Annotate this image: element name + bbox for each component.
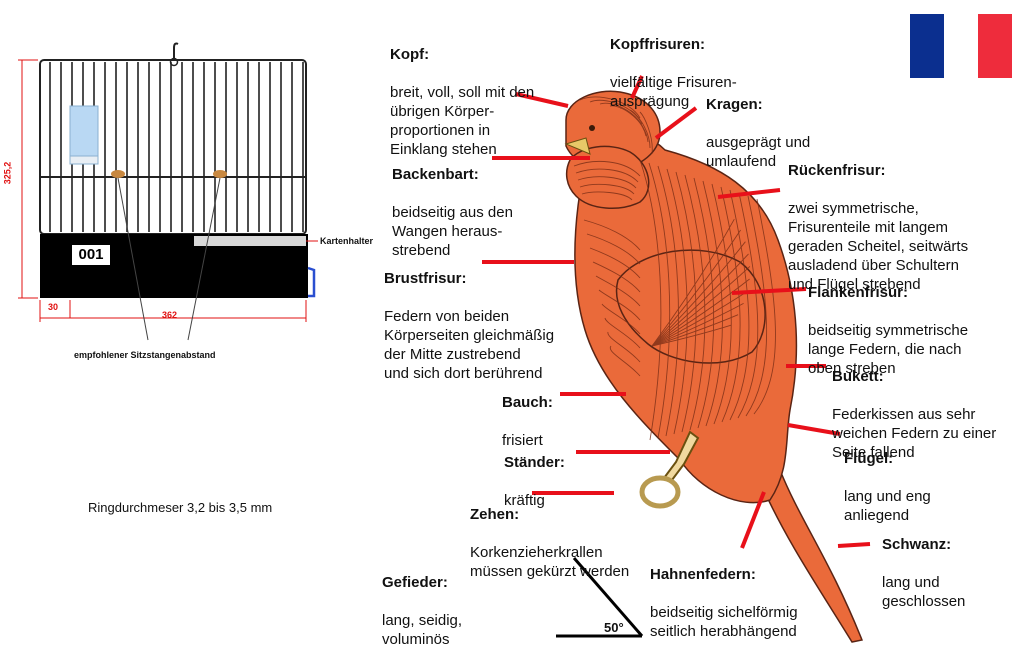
bird-eye xyxy=(589,125,595,131)
label-schwanz-desc: lang und geschlossen xyxy=(882,573,965,611)
perch-distance-note: empfohlener Sitzstangenabstand xyxy=(74,350,216,360)
label-brustfrisur-title: Brustfrisur: xyxy=(384,269,554,288)
label-gefieder-title: Gefieder: xyxy=(382,573,462,592)
label-hahnenfedern-title: Hahnenfedern: xyxy=(650,565,798,584)
label-kopf-title: Kopf: xyxy=(390,45,534,64)
label-schwanz: Schwanz: lang und geschlossen xyxy=(882,516,965,630)
cage-door-latch xyxy=(308,268,314,296)
offset-dimension: 30 xyxy=(48,302,58,312)
cage-hook xyxy=(174,44,178,61)
label-hahnenfedern-desc: beidseitig sichelförmig seitlich herabhä… xyxy=(650,603,798,641)
width-dimension: 362 xyxy=(162,310,177,320)
label-bukett-title: Bukett: xyxy=(832,367,996,386)
angle-label: 50° xyxy=(604,620,624,635)
label-schwanz-title: Schwanz: xyxy=(882,535,965,554)
french-flag xyxy=(910,14,1012,78)
card-holder-label: Kartenhalter xyxy=(320,236,373,246)
label-gefieder: Gefieder: lang, seidig, voluminös xyxy=(382,554,462,668)
label-rueckenfrisur-title: Rückenfrisur: xyxy=(788,161,968,180)
label-brustfrisur-desc: Federn von beiden Körperseiten gleichmäß… xyxy=(384,307,554,383)
label-kragen-title: Kragen: xyxy=(706,95,810,114)
perch-left xyxy=(111,170,125,178)
label-flankenfrisur-title: Flankenfrisur: xyxy=(808,283,968,302)
water-dispenser-base xyxy=(70,156,98,164)
label-zehen-desc: Korkenzieherkrallen müssen gekürzt werde… xyxy=(470,543,629,581)
cage-number: 001 xyxy=(72,245,110,265)
height-dimension: 325,2 xyxy=(2,162,12,185)
label-bauch-title: Bauch: xyxy=(502,393,553,412)
label-zehen: Zehen: Korkenzieherkrallen müssen gekürz… xyxy=(470,486,629,600)
label-fluegel-title: Flügel: xyxy=(844,449,931,468)
label-gefieder-desc: lang, seidig, voluminös xyxy=(382,611,462,649)
ring-diameter-note: Ringdurchmeser 3,2 bis 3,5 mm xyxy=(88,500,272,515)
cage-illustration xyxy=(18,44,318,341)
perch-right xyxy=(213,170,227,178)
label-kopffrisuren-title: Kopffrisuren: xyxy=(610,35,737,54)
label-zehen-title: Zehen: xyxy=(470,505,629,524)
water-dispenser xyxy=(70,106,98,156)
card-holder xyxy=(194,236,306,246)
label-hahnenfedern: Hahnenfedern: beidseitig sichelförmig se… xyxy=(650,546,798,660)
label-backenbart-title: Backenbart: xyxy=(392,165,513,184)
label-staender-title: Ständer: xyxy=(504,453,565,472)
